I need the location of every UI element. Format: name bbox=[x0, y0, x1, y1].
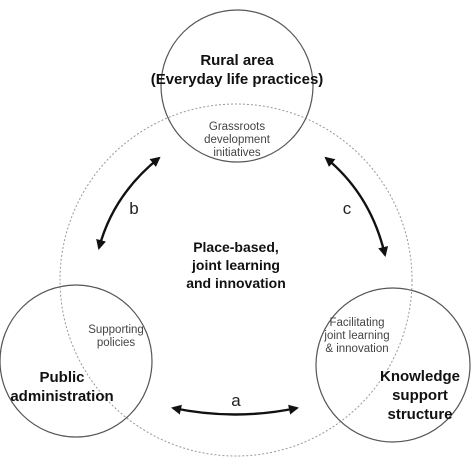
link-label-b: b bbox=[129, 199, 139, 218]
rural-area-circle bbox=[160, 9, 314, 163]
rural-area-title-line: (Everyday life practices) bbox=[150, 71, 324, 88]
rural-area-title-line: Rural area bbox=[200, 52, 274, 69]
center-label-line: joint learning bbox=[192, 257, 280, 273]
rural-area-title: Rural area (Everyday life practices) bbox=[137, 51, 337, 89]
center-label-line: Place-based, bbox=[193, 239, 279, 255]
facilitating-line: joint learning bbox=[324, 330, 390, 342]
facilitating-line: & innovation bbox=[325, 343, 389, 355]
supporting-policies-label: Supporting policies bbox=[76, 324, 156, 350]
link-arrow-c bbox=[324, 156, 389, 257]
link-label-c: c bbox=[342, 199, 352, 218]
grassroots-line: initiatives bbox=[213, 147, 261, 159]
link-arrow-a bbox=[171, 404, 299, 416]
public-administration-title-line: administration bbox=[10, 388, 114, 405]
knowledge-support-title: Knowledge support structure bbox=[370, 367, 470, 424]
central-dotted-ring bbox=[59, 103, 413, 457]
link-arrow-b bbox=[96, 156, 161, 250]
public-administration-circle bbox=[0, 284, 153, 438]
grassroots-line: Grassroots bbox=[208, 121, 266, 133]
knowledge-support-title-line: support bbox=[392, 387, 448, 404]
knowledge-support-title-line: structure bbox=[387, 406, 453, 423]
center-label: Place-based, joint learning and innovati… bbox=[156, 238, 316, 292]
grassroots-initiatives-label: Grassroots development initiatives bbox=[177, 121, 297, 160]
link-label-a: a bbox=[231, 391, 241, 410]
knowledge-support-title-line: Knowledge bbox=[379, 368, 460, 385]
public-administration-title: Public administration bbox=[6, 368, 118, 406]
public-administration-title-line: Public bbox=[39, 369, 85, 386]
supporting-policies-line: policies bbox=[96, 337, 136, 349]
supporting-policies-line: Supporting bbox=[88, 324, 144, 336]
knowledge-support-circle bbox=[315, 287, 471, 443]
facilitating-learning-label: Facilitating joint learning & innovation bbox=[318, 317, 396, 356]
center-label-line: and innovation bbox=[186, 275, 286, 291]
grassroots-line: development bbox=[204, 134, 270, 146]
facilitating-line: Facilitating bbox=[329, 317, 385, 329]
